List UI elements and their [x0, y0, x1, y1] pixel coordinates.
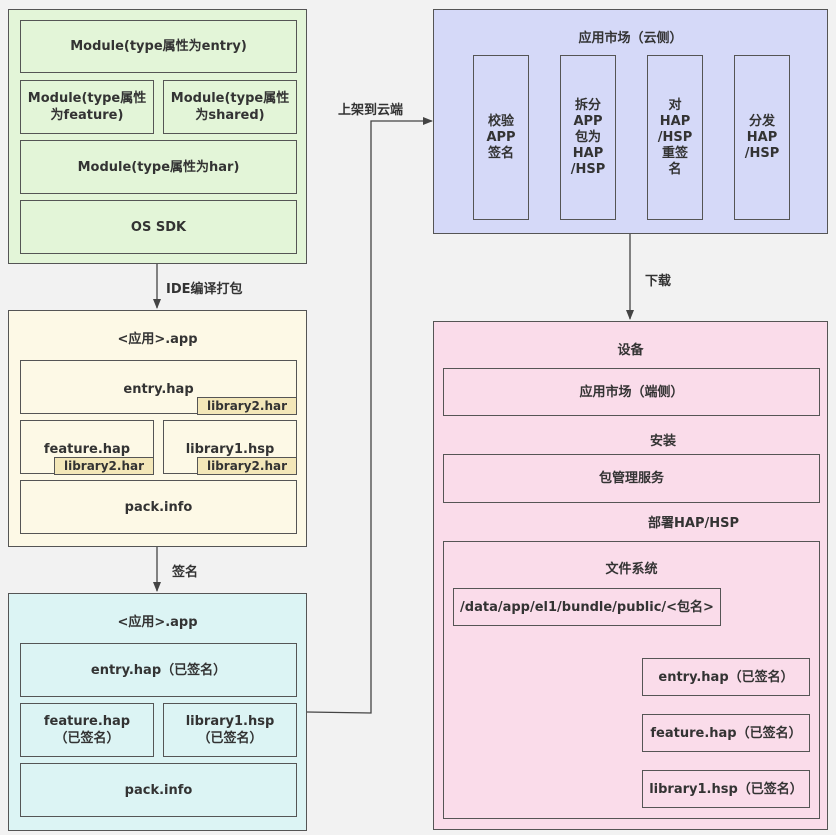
- installed-library1-hsp: library1.hsp（已签名）: [642, 770, 810, 808]
- installed-entry-hap: entry.hap（已签名）: [642, 658, 810, 696]
- device-app-market: 应用市场（端侧）: [443, 368, 820, 416]
- module-feature: Module(type属性 为feature): [20, 80, 154, 134]
- bundle-path: /data/app/el1/bundle/public/<包名>: [453, 588, 721, 626]
- module-entry: Module(type属性为entry): [20, 20, 297, 73]
- signed-entry-hap: entry.hap（已签名）: [20, 643, 297, 697]
- signed-app-title: <应用>.app: [117, 615, 198, 630]
- step-distribute: 分发 HAP /HSP: [734, 55, 790, 220]
- step-verify-signature: 校验 APP 签名: [473, 55, 529, 220]
- module-har: Module(type属性为har): [20, 140, 297, 194]
- step-split-app: 拆分 APP 包为 HAP /HSP: [560, 55, 616, 220]
- signed-feature-hap: feature.hap （已签名）: [20, 703, 154, 757]
- pack-info: pack.info: [20, 480, 297, 534]
- label-install: 安装: [650, 434, 677, 449]
- source-modules-box: Module(type属性为entry) Module(type属性 为feat…: [8, 9, 307, 264]
- hsp-library2-har: library2.har: [197, 457, 297, 475]
- label-deploy: 部署HAP/HSP: [648, 516, 739, 531]
- bundle-manager-service: 包管理服务: [443, 454, 820, 503]
- signed-library1-hsp: library1.hsp （已签名）: [163, 703, 297, 757]
- label-compile: IDE编译打包: [166, 282, 243, 297]
- os-sdk: OS SDK: [20, 200, 297, 254]
- signed-app-box: <应用>.app entry.hap（已签名） feature.hap （已签名…: [8, 593, 307, 831]
- feature-library2-har: library2.har: [54, 457, 154, 475]
- device-box: 设备 应用市场（端侧） 包管理服务 文件系统: [433, 321, 828, 830]
- arrow-upload: [306, 117, 433, 714]
- signed-pack-info: pack.info: [20, 763, 297, 817]
- label-sign: 签名: [172, 565, 199, 580]
- unsigned-app-title: <应用>.app: [117, 332, 198, 347]
- device-title: 设备: [617, 343, 644, 358]
- cloud-market-title: 应用市场（云侧）: [578, 31, 683, 46]
- cloud-market-box: 应用市场（云侧） 校验 APP 签名 拆分 APP 包为 HAP /HSP 对 …: [433, 9, 828, 234]
- installed-feature-hap: feature.hap（已签名）: [642, 714, 810, 752]
- label-upload: 上架到云端: [338, 103, 404, 118]
- unsigned-app-box: <应用>.app entry.hap library2.har feature.…: [8, 310, 307, 547]
- file-system-title: 文件系统: [605, 562, 658, 577]
- step-resign: 对 HAP /HSP 重签 名: [647, 55, 703, 220]
- entry-library2-har: library2.har: [197, 397, 297, 415]
- module-shared: Module(type属性 为shared): [163, 80, 297, 134]
- label-download: 下载: [645, 274, 672, 289]
